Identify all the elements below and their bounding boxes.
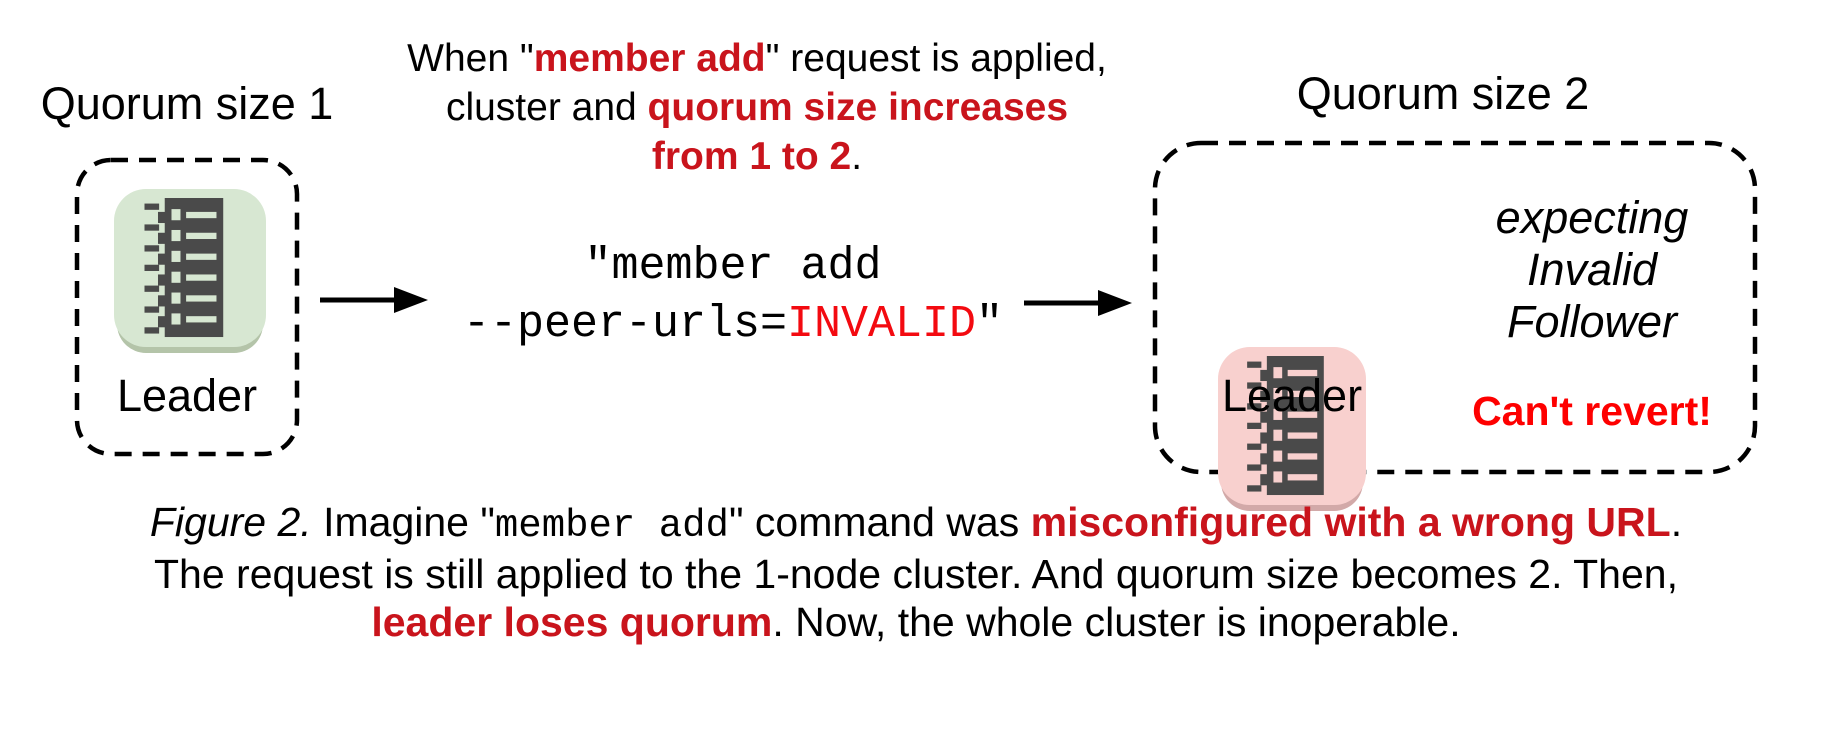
left-cluster-title: Quorum size 1 bbox=[40, 78, 334, 129]
annotation-text: " request is applied, bbox=[765, 37, 1107, 80]
command-line2: --peer-urls= bbox=[462, 299, 787, 350]
expecting-line: Follower bbox=[1506, 296, 1678, 347]
member-add-annotation: When "member add" request is applied, clu… bbox=[377, 34, 1137, 181]
left-cluster-dashed-box bbox=[74, 157, 300, 457]
member-add-command: "member add --peer-urls=INVALID" bbox=[373, 238, 1093, 354]
server-list-icon bbox=[1247, 356, 1325, 496]
right-cluster-dashed-box bbox=[1152, 140, 1758, 475]
annotation-highlight: member add bbox=[533, 37, 766, 80]
caption-text: " command was bbox=[728, 499, 1031, 545]
expecting-line: expecting bbox=[1495, 192, 1689, 243]
command-invalid-value: INVALID bbox=[787, 299, 977, 350]
expecting-line: Invalid bbox=[1526, 244, 1658, 295]
cant-revert-warning: Can't revert! bbox=[1472, 388, 1712, 434]
command-line2-quote: " bbox=[976, 299, 1004, 350]
caption-code: member add bbox=[494, 504, 729, 548]
right-leader-label: Leader bbox=[1221, 370, 1363, 421]
right-cluster-title: Quorum size 2 bbox=[1296, 68, 1590, 119]
left-leader-label: Leader bbox=[116, 370, 258, 421]
annotation-highlight: from 1 to 2 bbox=[651, 135, 852, 178]
caption-text: . bbox=[1670, 499, 1683, 545]
caption-highlight: leader loses quorum bbox=[371, 599, 773, 645]
leader-node-icon-pink bbox=[1218, 347, 1366, 505]
arrow-right-icon bbox=[1024, 290, 1132, 316]
server-list-icon bbox=[144, 198, 223, 338]
annotation-text: When " bbox=[407, 37, 534, 80]
figure-caption: Figure 2. Imagine "member add" command w… bbox=[66, 498, 1766, 646]
caption-text: The request is still applied to the 1-no… bbox=[154, 551, 1678, 597]
leader-node-icon-green bbox=[114, 189, 266, 347]
caption-text: . Now, the whole cluster is inoperable. bbox=[772, 599, 1461, 645]
command-line1: "member add bbox=[584, 241, 882, 292]
caption-text: Imagine " bbox=[311, 499, 495, 545]
annotation-text: . bbox=[851, 135, 863, 178]
figure-label: Figure 2. bbox=[149, 499, 312, 545]
annotation-text: cluster and bbox=[445, 86, 648, 129]
caption-highlight: misconfigured with a wrong URL bbox=[1030, 499, 1671, 545]
annotation-highlight: quorum size increases bbox=[647, 86, 1069, 129]
arrow-right-icon bbox=[320, 287, 428, 313]
